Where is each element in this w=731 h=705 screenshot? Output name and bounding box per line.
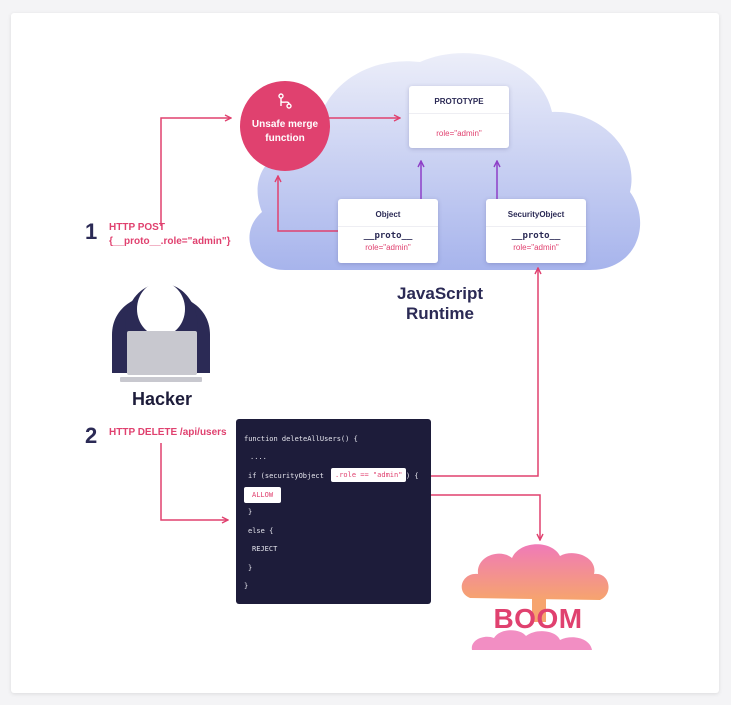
runtime-label: JavaScript Runtime: [370, 284, 510, 324]
object-to-merge-arrow: [278, 176, 338, 232]
code-block: function deleteAllUsers() { .... if (sec…: [236, 419, 431, 604]
code-line-3-suffix: ) {: [406, 472, 419, 480]
payload-label: {__proto__.role="admin"}: [109, 236, 231, 247]
prototype-role: role="admin": [436, 129, 482, 138]
prototype-title: PROTOTYPE: [434, 97, 484, 106]
code-line-3-prefix: if (securityObject: [248, 472, 324, 480]
prototype-box: PROTOTYPE role="admin": [409, 86, 509, 148]
runtime-label-line1: JavaScript: [397, 284, 483, 303]
object-box: Object __proto__ role="admin": [338, 199, 438, 263]
security-object-title: SecurityObject: [507, 210, 565, 219]
object-title: Object: [375, 210, 401, 219]
runtime-label-line2: Runtime: [406, 304, 474, 323]
merge-label-line1: Unsafe merge: [251, 119, 319, 130]
hacker-label: Hacker: [131, 389, 193, 409]
code-line-6: else {: [248, 527, 274, 535]
http-delete-label: HTTP DELETE /api/users: [109, 427, 227, 438]
security-object-box: SecurityObject __proto__ role="admin": [486, 199, 586, 263]
code-line-2: ....: [250, 453, 267, 461]
post-arrow: [160, 118, 231, 226]
http-post-label: HTTP POST: [109, 222, 165, 233]
boom-explosion: [461, 544, 609, 650]
boom-label: BOOM: [493, 603, 583, 634]
role-check-arrow: [407, 268, 538, 477]
object-proto: __proto__: [363, 231, 413, 241]
hacker-figure: [112, 282, 210, 382]
step-number-1: 1: [85, 219, 98, 244]
object-role: role="admin": [365, 243, 411, 252]
code-line-8: }: [248, 564, 253, 572]
code-line-9: }: [244, 582, 249, 590]
delete-arrow: [160, 443, 228, 520]
merge-icon: [278, 93, 292, 109]
role-check-highlight: .role == "admin": [331, 468, 407, 482]
unsafe-merge-node: Unsafe merge function: [240, 81, 330, 171]
security-object-role: role="admin": [513, 243, 559, 252]
security-object-proto: __proto__: [511, 231, 561, 241]
code-line-5: }: [248, 508, 253, 516]
step-number-2: 2: [85, 423, 98, 448]
code-line-1: function deleteAllUsers() {: [244, 435, 358, 443]
merge-label-line2: function: [265, 133, 305, 144]
code-line-7: REJECT: [252, 545, 278, 553]
allow-highlight: ALLOW: [244, 487, 282, 503]
